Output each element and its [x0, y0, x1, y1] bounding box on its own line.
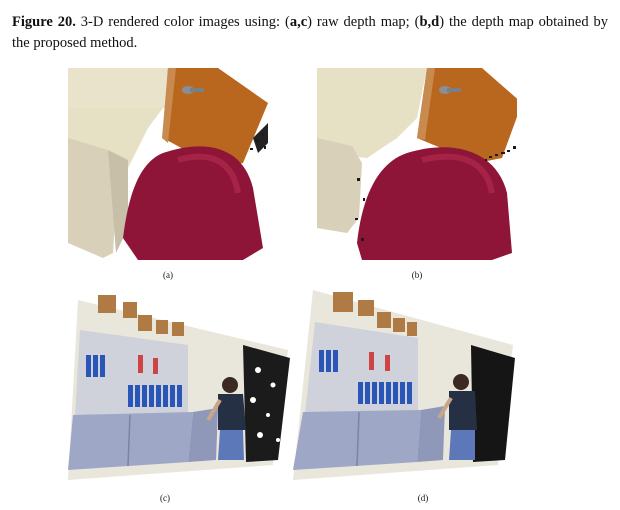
- panel-c-image: (c): [68, 290, 293, 503]
- caption-text-2: ) raw depth map; (: [307, 14, 420, 30]
- caption-text-1: 3-D rendered color images using: (: [75, 14, 290, 30]
- panel-a-image: (a): [68, 68, 268, 280]
- caption-bd: b,d: [419, 14, 440, 30]
- panel-b-label: (b): [411, 270, 423, 280]
- panel-d-label: (d): [417, 493, 429, 503]
- figure-label: Figure 20.: [12, 14, 76, 30]
- caption-ac: a,c: [289, 14, 308, 30]
- caption-text-3: ) the depth map obtained by the proposed…: [12, 14, 608, 51]
- panel-a-label: (a): [163, 270, 173, 280]
- panel-b-image: (b): [317, 68, 517, 280]
- figure-caption: Figure 20. 3-D rendered color images usi…: [12, 12, 608, 54]
- panel-d-image: (d): [293, 290, 518, 503]
- panel-c-label: (c): [160, 493, 170, 503]
